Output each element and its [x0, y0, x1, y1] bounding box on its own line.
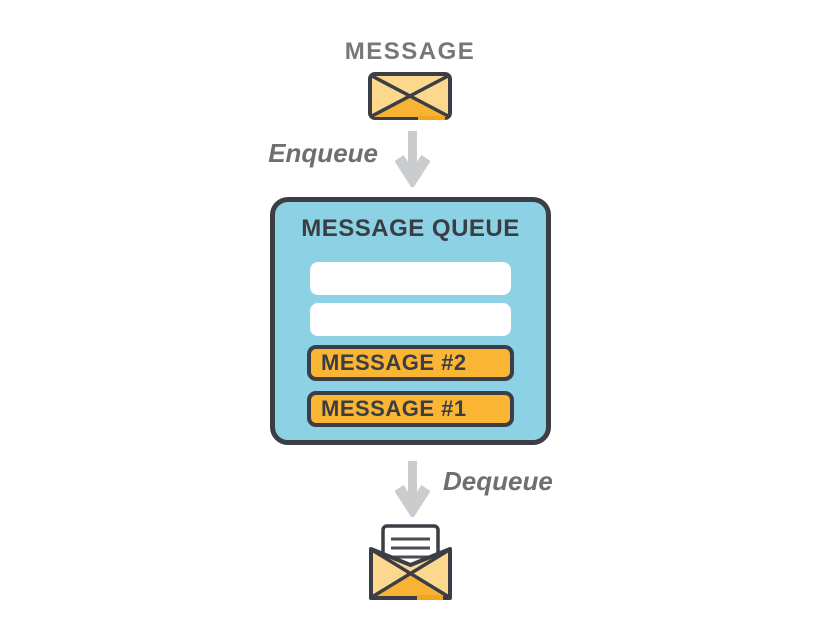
queue-title: MESSAGE QUEUE — [301, 215, 520, 242]
dequeue-label: Dequeue — [443, 466, 553, 496]
queue-slot-message-2: MESSAGE #2 — [307, 345, 514, 381]
queue-slot-empty — [310, 303, 511, 336]
queue-slot-message-1: MESSAGE #1 — [307, 391, 514, 427]
down-arrow-icon — [395, 461, 430, 517]
down-arrow-icon — [395, 131, 430, 187]
message-queue-box: MESSAGE QUEUE MESSAGE #2 MESSAGE #1 — [270, 197, 551, 445]
closed-envelope-icon — [368, 72, 452, 120]
open-envelope-letter-icon — [369, 524, 452, 600]
enqueue-label: Enqueue — [268, 138, 378, 168]
queue-slot-empty — [310, 262, 511, 295]
message-title: MESSAGE — [344, 38, 476, 65]
